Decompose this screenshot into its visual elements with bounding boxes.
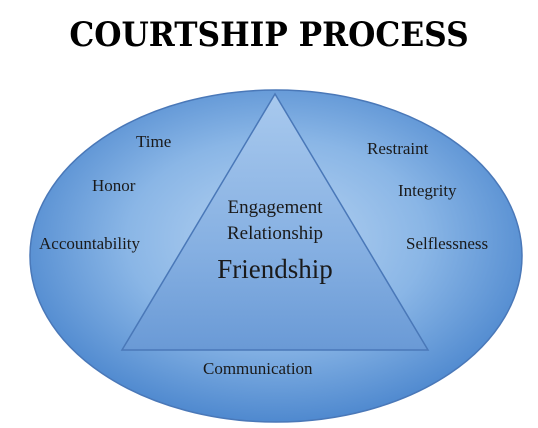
stage-label-engagement: Engagement <box>227 197 323 218</box>
value-label-accountability: Accountability <box>39 234 141 253</box>
value-label-honor: Honor <box>92 176 136 195</box>
inner-triangle <box>120 92 430 351</box>
stage-label-friendship: Friendship <box>217 254 333 284</box>
stage-label-relationship: Relationship <box>226 223 324 244</box>
value-label-time: Time <box>136 132 172 151</box>
value-label-selflessness: Selflessness <box>406 234 489 253</box>
value-label-restraint: Restraint <box>367 139 429 158</box>
diagram-title: COURTSHIP PROCESS <box>69 15 469 55</box>
value-label-communication: Communication <box>203 359 313 378</box>
value-label-integrity: Integrity <box>398 181 457 200</box>
